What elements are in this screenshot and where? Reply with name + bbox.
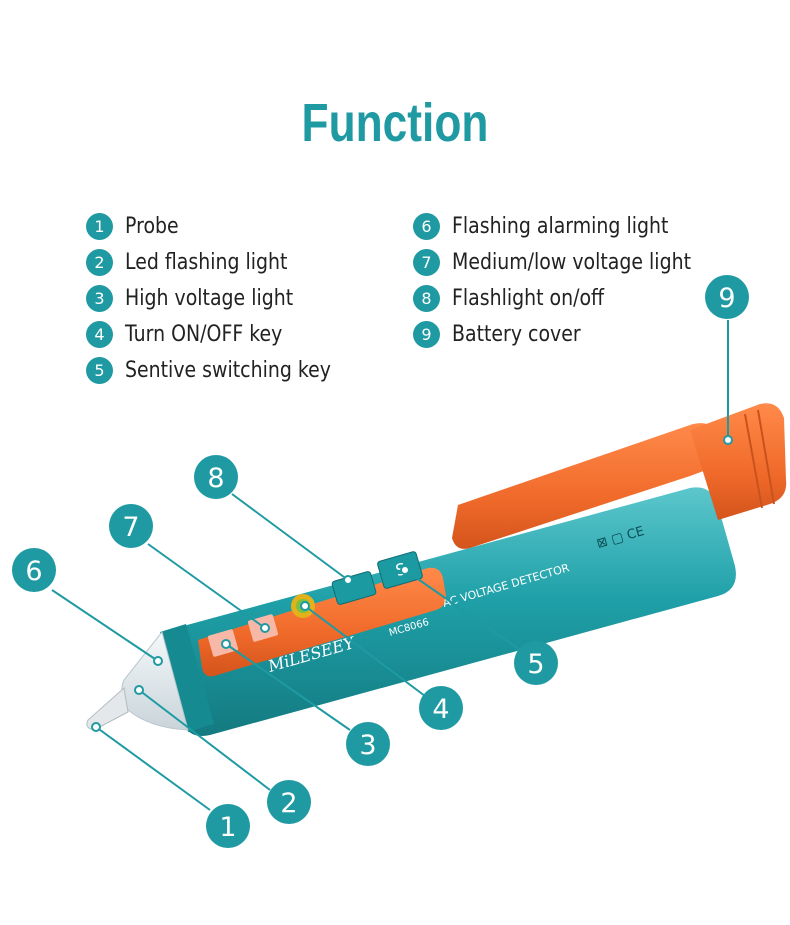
legend-label: Flashlight on/off [452,285,605,311]
legend-item: 4 Turn ON/OFF key [86,316,365,352]
pen-body [176,487,736,736]
legend-item: 5 Sentive switching key [86,352,365,388]
callout-2: 2 [267,780,311,824]
control-panel [198,567,447,677]
legend-item: 7 Medium/low voltage light [413,244,730,280]
callout-4-label: 4 [432,694,449,725]
callout-5-label: 5 [527,649,544,680]
legend-item: 1 Probe [86,208,365,244]
legend-item: 3 High voltage light [86,280,365,316]
callout-1: 1 [206,804,250,848]
callout-9: 9 [705,275,749,319]
callout-8: 8 [194,455,238,499]
legend-number: 9 [413,320,440,348]
legend-item: 2 Led flashing light [86,244,365,280]
callout-2-label: 2 [280,788,297,819]
page-title: Function [301,93,489,153]
callout-dots [91,435,733,732]
callout-7: 7 [109,504,153,548]
legend-item: 6 Flashing alarming light [413,208,730,244]
pocket-clip [452,423,728,549]
callout-3-label: 3 [359,730,376,761]
legend-label: Battery cover [452,321,581,347]
legend-number: 3 [86,284,113,312]
legend-number: 2 [86,248,113,276]
legend-right: 6 Flashing alarming light 7 Medium/low v… [413,208,730,352]
callout-8-label: 8 [207,463,224,494]
pen-collar [160,624,214,732]
callout-4: 4 [419,686,463,730]
legend-label: Flashing alarming light [452,213,669,239]
callout-6-label: 6 [25,556,42,587]
legend-item: 9 Battery cover [413,316,730,352]
legend-label: Medium/low voltage light [452,249,691,275]
callout-1-label: 1 [219,812,236,843]
legend-number: 6 [413,212,440,240]
legend-number: 4 [86,320,113,348]
legend-number: 5 [86,356,113,384]
legend-number: 1 [86,212,113,240]
legend-label: Turn ON/OFF key [125,321,283,347]
callout-6: 6 [12,548,56,592]
legend-label: High voltage light [125,285,294,311]
legend-label: Probe [125,213,179,239]
legend-label: Sentive switching key [125,357,331,383]
callout-7-label: 7 [122,512,139,543]
legend-item: 8 Flashlight on/off [413,280,730,316]
callout-5: 5 [514,641,558,685]
legend-number: 8 [413,284,440,312]
callout-9-label: 9 [718,283,735,314]
callout-lines [51,320,729,811]
legend-label: Led flashing light [125,249,288,275]
legend-number: 7 [413,248,440,276]
pen: S MiLESEEY MC8066 AC VOLTAGE DETECTOR ⊠ … [86,403,787,736]
legend-left: 1 Probe 2 Led flashing light 3 High volt… [86,208,365,388]
callout-3: 3 [346,722,390,766]
